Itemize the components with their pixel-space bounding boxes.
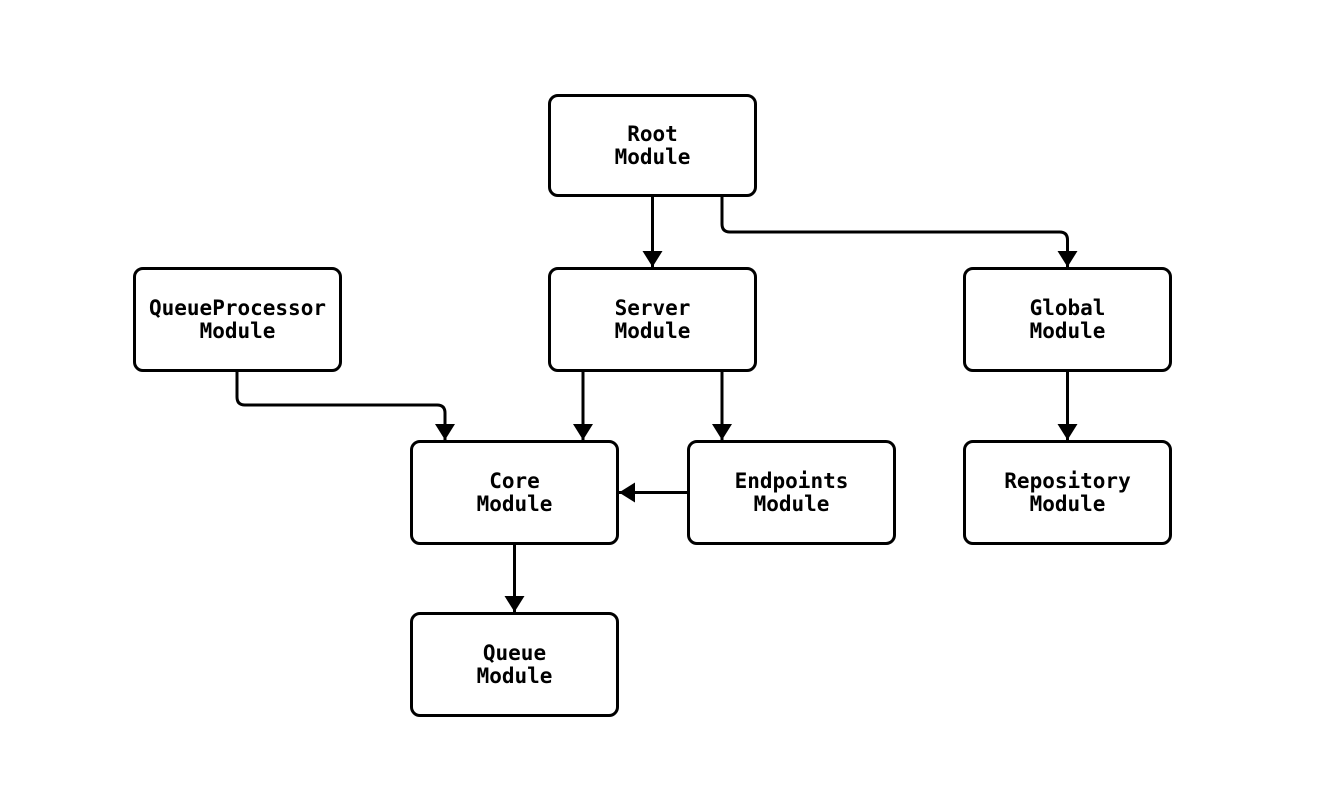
node-queueprocessor-module: QueueProcessor Module xyxy=(133,267,342,372)
node-label-global-module: Global Module xyxy=(1029,295,1106,343)
node-root-module: Root Module xyxy=(548,94,757,197)
node-label-queueprocessor-module: QueueProcessor Module xyxy=(148,295,326,343)
node-label-server-module: Server Module xyxy=(614,295,691,343)
node-repository-module: Repository Module xyxy=(963,440,1172,545)
node-core-module: Core Module xyxy=(410,440,619,545)
node-global-module: Global Module xyxy=(963,267,1172,372)
node-label-endpoints-module: Endpoints Module xyxy=(734,468,849,516)
edge-root-to-global xyxy=(720,197,1078,267)
node-label-root-module: Root Module xyxy=(614,121,691,169)
node-server-module: Server Module xyxy=(548,267,757,372)
node-endpoints-module: Endpoints Module xyxy=(687,440,896,545)
edges-group xyxy=(235,197,1078,612)
node-label-queue-module: Queue Module xyxy=(476,640,553,688)
node-label-repository-module: Repository Module xyxy=(1004,468,1131,516)
node-label-core-module: Core Module xyxy=(476,468,553,516)
node-queue-module: Queue Module xyxy=(410,612,619,717)
edge-queueprocessor-to-core xyxy=(235,372,455,440)
